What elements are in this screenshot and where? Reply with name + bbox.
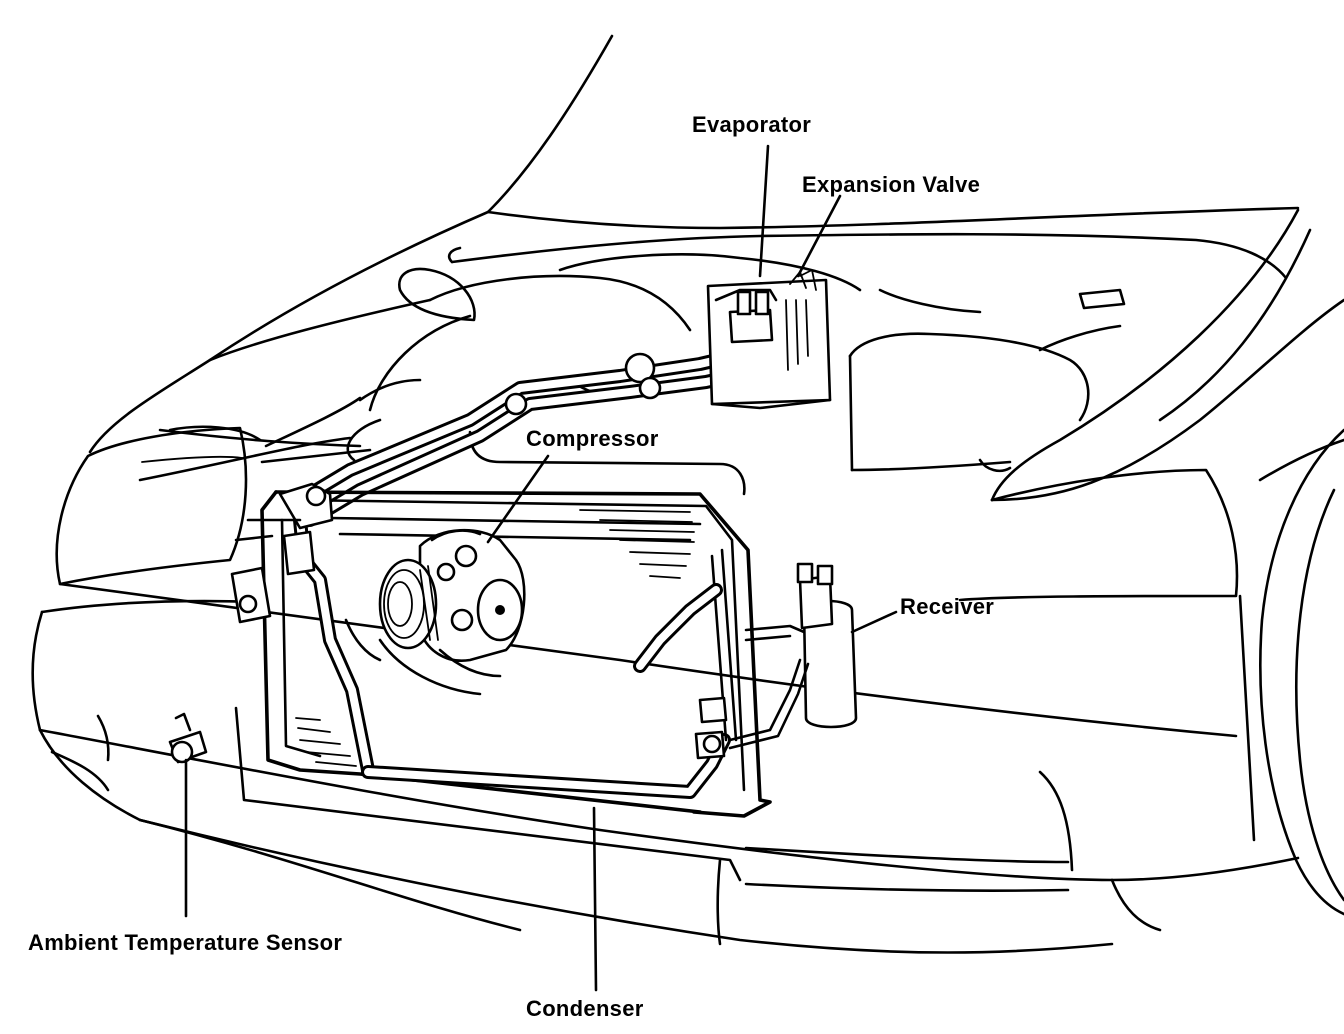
leader-receiver <box>850 610 898 634</box>
leader-expansion-valve <box>796 194 842 278</box>
ambient-temperature-sensor-label: Ambient Temperature Sensor <box>28 930 343 955</box>
car-body <box>31 34 1344 954</box>
receiver-label: Receiver <box>900 594 995 619</box>
expansion-valve-label: Expansion Valve <box>802 172 981 197</box>
condenser-frame <box>230 482 772 818</box>
evaporator-label: Evaporator <box>692 112 812 137</box>
leader-lines <box>184 144 898 992</box>
leader-evaporator <box>758 144 770 278</box>
evaporator-unit <box>706 269 832 410</box>
ambient-sensor <box>168 712 208 764</box>
condenser-label: Condenser <box>526 996 644 1021</box>
compressor-label: Compressor <box>526 426 659 451</box>
receiver-unit <box>728 562 858 750</box>
leader-condenser <box>592 806 598 992</box>
engine-bay <box>138 253 1126 527</box>
compressor-unit <box>344 528 526 696</box>
leader-compressor <box>486 454 550 544</box>
